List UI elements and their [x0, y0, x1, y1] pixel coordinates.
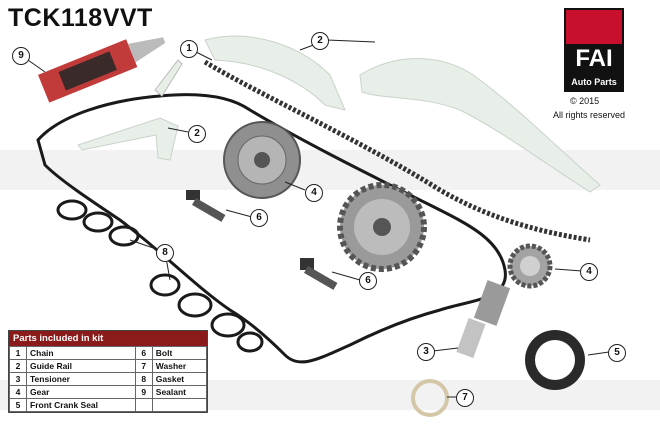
legend-row: 4 Gear 9 Sealant [9, 385, 208, 399]
parts-legend: Parts included in kit 1 Chain 6 Bolt 2 G… [8, 330, 208, 413]
logo-emblem [566, 10, 622, 44]
callout-6-upper: 6 [250, 209, 268, 227]
legend-num: 6 [134, 346, 153, 360]
callout-7: 7 [456, 389, 474, 407]
callout-5: 5 [608, 344, 626, 362]
guide-rail-long [359, 58, 601, 193]
legend-row: 1 Chain 6 Bolt [9, 346, 208, 360]
washer [411, 379, 449, 417]
legend-label: Front Crank Seal [26, 398, 136, 412]
kit-title: TCK118VVT [8, 4, 153, 32]
legend-label: Guide Rail [26, 359, 136, 373]
legend-num: 3 [9, 372, 27, 386]
callout-6-lower: 6 [359, 272, 377, 290]
callout-4-crank: 4 [580, 263, 598, 281]
callout-1: 1 [180, 40, 198, 58]
legend-label: Gear [26, 385, 136, 399]
guide-rail-upper [204, 35, 346, 111]
copyright-text: © 2015 [570, 96, 600, 106]
legend-label: Gasket [151, 372, 208, 386]
legend-num: 1 [9, 346, 27, 360]
callout-8: 8 [156, 244, 174, 262]
legend-label: Washer [151, 359, 208, 373]
legend-heading: Parts included in kit [9, 331, 207, 346]
logo-mark: FAI [566, 44, 622, 74]
rights-text: All rights reserved [553, 110, 626, 120]
callout-2-left: 2 [188, 125, 206, 143]
legend-label: Tensioner [26, 372, 136, 386]
legend-num: 9 [134, 385, 153, 399]
cam-gear [337, 182, 427, 272]
bolt-lower [300, 258, 338, 290]
legend-num: 2 [9, 359, 27, 373]
legend-num [134, 398, 153, 412]
gasket-upper [56, 199, 140, 247]
sealant-nozzle [154, 59, 183, 97]
gasket-lower [149, 273, 264, 353]
legend-table: 1 Chain 6 Bolt 2 Guide Rail 7 Washer 3 T… [9, 346, 208, 412]
legend-label: Chain [26, 346, 136, 360]
legend-num: 7 [134, 359, 153, 373]
valve-cover-gasket [36, 93, 507, 364]
leader-lines [27, 39, 610, 398]
callout-9: 9 [12, 47, 30, 65]
legend-num: 4 [9, 385, 27, 399]
legend-row: 2 Guide Rail 7 Washer [9, 359, 208, 373]
callout-2-top: 2 [311, 32, 329, 50]
tensioner [456, 280, 511, 358]
legend-row: 3 Tensioner 8 Gasket [9, 372, 208, 386]
sealant-tube [38, 37, 166, 103]
legend-num: 5 [9, 398, 27, 412]
logo-subtitle: Auto Parts [566, 74, 622, 90]
legend-label [151, 398, 208, 412]
crank-seal [525, 330, 585, 390]
guide-rail-small [77, 117, 179, 161]
legend-label: Sealant [151, 385, 208, 399]
legend-row: 5 Front Crank Seal [9, 398, 208, 412]
crank-sprocket [507, 243, 553, 289]
fai-logo: FAI Auto Parts [564, 8, 624, 92]
legend-label: Bolt [151, 346, 208, 360]
vvt-gear [223, 121, 301, 199]
timing-chain [203, 59, 591, 243]
callout-4-cam: 4 [305, 184, 323, 202]
legend-num: 8 [134, 372, 153, 386]
callout-3: 3 [417, 343, 435, 361]
bolt-upper [186, 190, 226, 222]
